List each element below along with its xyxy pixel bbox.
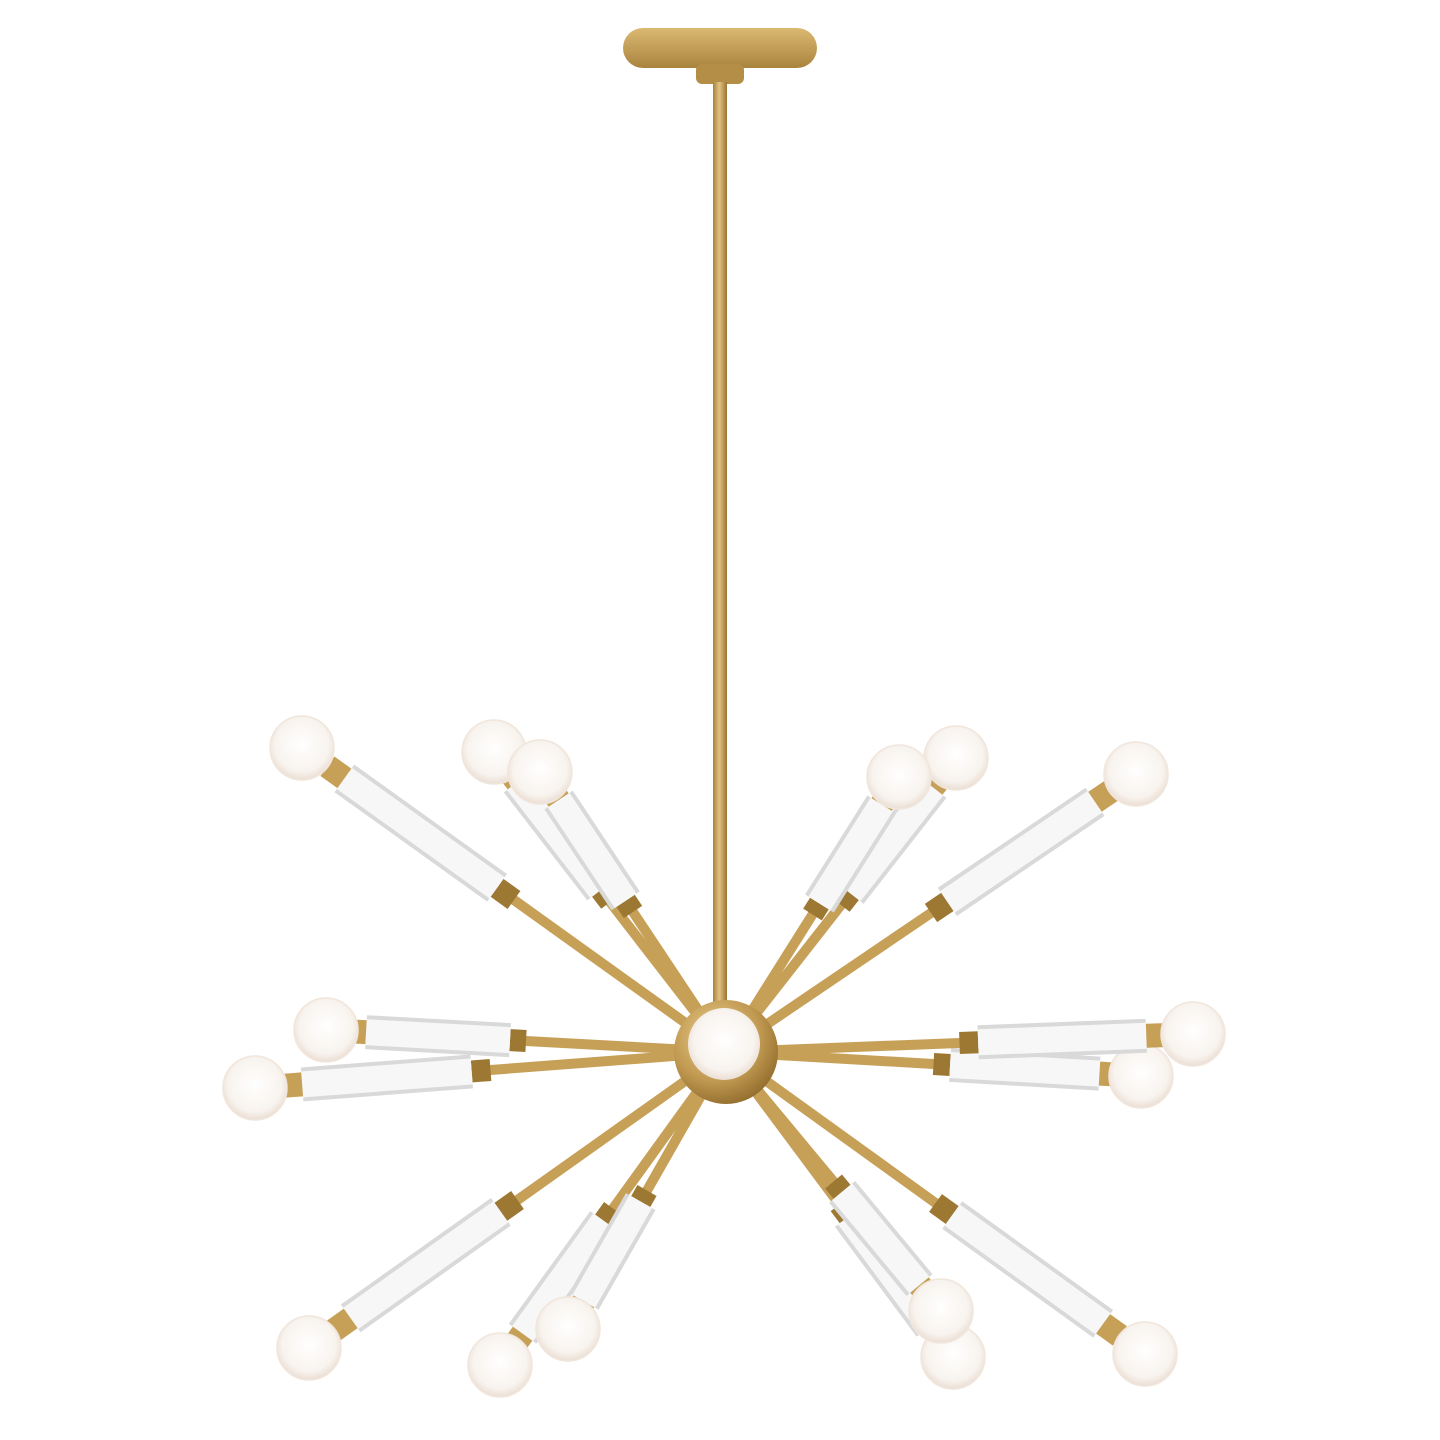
arm-3 <box>507 739 717 1035</box>
arm-13 <box>758 1001 1226 1067</box>
ceiling-canopy <box>623 28 817 84</box>
down-rod <box>713 82 727 1010</box>
arm-16 <box>734 744 932 1035</box>
bulb-7 <box>467 1332 533 1398</box>
center-bulb <box>688 1008 760 1080</box>
bulb-5 <box>222 1055 288 1121</box>
arm-7 <box>467 1072 713 1398</box>
bulb-11 <box>1112 1321 1178 1387</box>
arm-14 <box>753 741 1169 1035</box>
bulb-3 <box>507 739 573 805</box>
bulb-8 <box>535 1296 601 1362</box>
bulb-15 <box>923 725 989 791</box>
arm-15 <box>739 725 989 1034</box>
bulb-13 <box>1160 1001 1226 1067</box>
arm-4 <box>293 997 699 1063</box>
bulb-1 <box>269 715 335 781</box>
bulb-10 <box>908 1278 974 1344</box>
arm-12 <box>754 1043 1174 1109</box>
bulb-6 <box>276 1315 342 1381</box>
bulb-14 <box>1103 741 1169 807</box>
bulb-4 <box>293 997 359 1063</box>
center-hub <box>674 1000 778 1104</box>
bulb-16 <box>866 744 932 810</box>
chandelier-arms <box>222 715 1226 1398</box>
arm-11 <box>754 1071 1178 1387</box>
arm-8 <box>535 1069 719 1362</box>
arm-5 <box>222 1049 694 1121</box>
arm-1 <box>269 715 698 1033</box>
arm-6 <box>276 1070 698 1381</box>
